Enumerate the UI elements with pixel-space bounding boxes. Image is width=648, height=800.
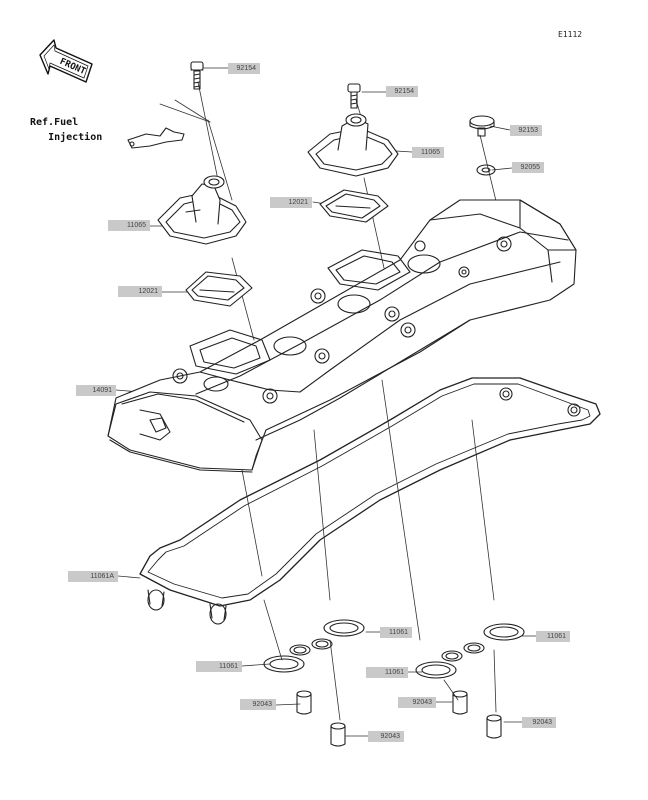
- part-label-12021-right[interactable]: 12021: [270, 197, 312, 208]
- reference-note-line2: Injection: [48, 132, 103, 143]
- part-label-92043-b[interactable]: 92043: [368, 731, 404, 742]
- collar-icon: [296, 690, 312, 715]
- leader-lines: [115, 67, 537, 737]
- reference-note-line1: Ref.Fuel: [30, 117, 79, 128]
- plug-gasket-icon: [483, 623, 525, 641]
- boss-circles: [172, 236, 512, 404]
- part-label-92043-c[interactable]: 92043: [398, 697, 436, 708]
- reference-note: Ref.Fuel Injection: [30, 115, 102, 145]
- part-label-92153[interactable]: 92153: [510, 125, 542, 136]
- part-label-92055[interactable]: 92055: [512, 162, 544, 173]
- plug-gasket-icon: [415, 642, 485, 679]
- part-label-12021-left[interactable]: 12021: [118, 286, 162, 297]
- bolt-icon: [190, 61, 204, 90]
- part-label-11061-c[interactable]: 11061: [366, 667, 408, 678]
- collar-icon: [452, 690, 468, 715]
- part-label-11065-right[interactable]: 11065: [412, 147, 444, 158]
- part-label-11061A[interactable]: 11061A: [68, 571, 118, 582]
- cylinder-head-cover: [107, 199, 577, 473]
- reed-plate-icon: [319, 189, 389, 223]
- bolt-icon: [469, 115, 495, 137]
- part-label-14091[interactable]: 14091: [76, 385, 116, 396]
- cover-gasket: [139, 377, 601, 625]
- front-arrow-icon: FRONT: [39, 39, 93, 83]
- right-cap-assembly: [307, 113, 399, 177]
- part-label-92043-a[interactable]: 92043: [240, 699, 276, 710]
- part-label-92154-b[interactable]: 92154: [386, 86, 418, 97]
- part-label-11061-b[interactable]: 11061: [196, 661, 242, 672]
- part-label-11061-a[interactable]: 11061: [380, 627, 412, 638]
- left-cap-assembly: [157, 175, 247, 245]
- fuel-injection-bracket: [127, 127, 185, 149]
- page-code: E1112: [558, 30, 583, 39]
- bolt-icon: [347, 83, 361, 109]
- plug-gasket-icon: [263, 638, 333, 673]
- part-label-11065-left[interactable]: 11065: [108, 220, 150, 231]
- part-label-92043-d[interactable]: 92043: [522, 717, 556, 728]
- part-label-92154-a[interactable]: 92154: [228, 63, 260, 74]
- plug-gasket-icon: [323, 619, 365, 637]
- part-label-11061-d[interactable]: 11061: [536, 631, 570, 642]
- collar-icon: [486, 714, 502, 739]
- collar-icon: [330, 722, 346, 747]
- washer-icon: [476, 164, 496, 176]
- reed-plate-icon: [185, 271, 253, 307]
